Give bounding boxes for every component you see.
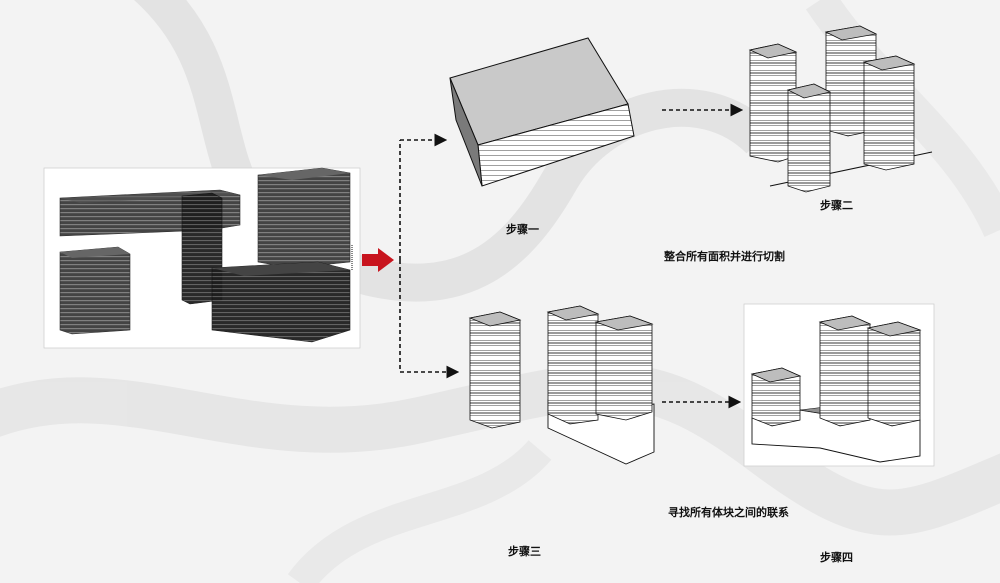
step1-merged-volume — [449, 37, 635, 187]
initial-massing-panel — [43, 167, 361, 349]
connect-note: 寻找所有体块之间的联系 — [668, 506, 789, 519]
step2-cut-towers — [748, 25, 933, 193]
branch-arrows — [399, 103, 744, 409]
step2-label: 步骤二 — [820, 199, 853, 212]
step4-label: 步骤四 — [820, 551, 853, 564]
step4-connected-complex — [743, 303, 935, 467]
integrate-note: 整合所有面积并进行切割 — [664, 250, 785, 263]
red-arrow-icon — [362, 248, 394, 272]
step3-related-volumes — [468, 305, 655, 465]
step1-label: 步骤一 — [506, 223, 539, 236]
step3-label: 步骤三 — [508, 545, 541, 558]
